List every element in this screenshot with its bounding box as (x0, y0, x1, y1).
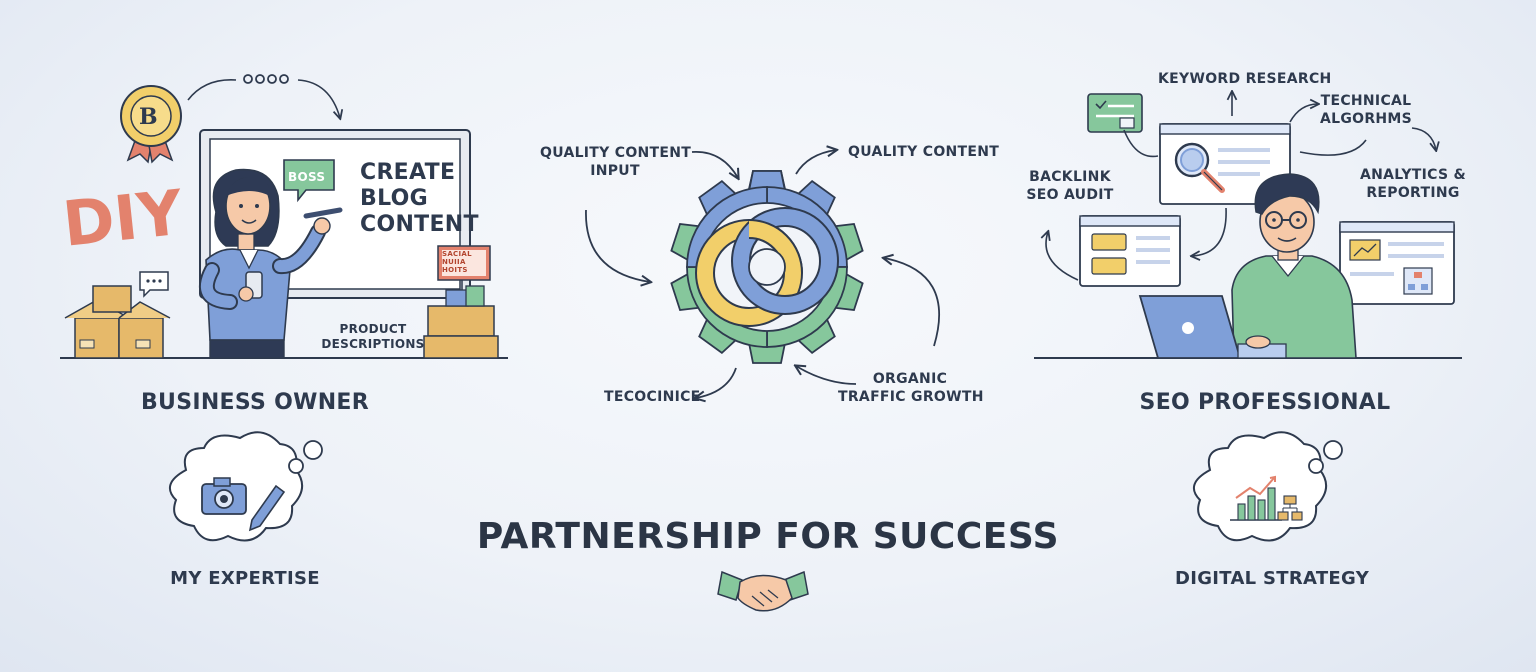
chat-bubble-icon (139, 271, 169, 298)
magnifier-icon (1174, 142, 1225, 193)
social-sign-line-2: NUIIA (442, 258, 466, 266)
quality-content-input-label: QUALITY CONTENT INPUT (540, 144, 692, 180)
arrow-analytics (1411, 127, 1436, 150)
speech-bubble-boss (283, 159, 335, 203)
arrow-technical (1289, 104, 1318, 123)
arrow-growth-loop (884, 258, 941, 347)
arrow-search-to-audit (1192, 207, 1227, 256)
digital-strategy-label: DIGITAL STRATEGY (1174, 568, 1370, 589)
product-descriptions-label: PRODUCT DESCRIPTIONS (318, 322, 428, 352)
cardboard-boxes-right (423, 285, 499, 359)
technique-label: TECOCINICE (604, 389, 701, 405)
organic-line-2: TRAFFIC GROWTH (838, 389, 984, 405)
award-badge-icon (120, 85, 182, 164)
thinking-dots-icon (243, 74, 289, 84)
whiteboard-line-1: CREATE (360, 160, 456, 185)
business-owner-title: BUSINESS OWNER (140, 390, 369, 415)
diy-text: DIY (59, 176, 187, 261)
gear-icon (670, 170, 864, 364)
technical-line-2: ALGORHMS (1319, 111, 1413, 127)
growth-chart-icon (1230, 475, 1282, 521)
social-sign-line-1: SACIAL (442, 250, 472, 258)
page-title: PARTNERSHIP FOR SUCCESS (476, 516, 1060, 557)
analytics-line-2: REPORTING (1366, 185, 1460, 201)
analytics-line-1: ANALYTICS & (1360, 167, 1467, 183)
business-owner-person (199, 168, 343, 359)
audit-window (1079, 215, 1181, 287)
arrow-in (187, 79, 237, 101)
award-badge-letter: B (139, 104, 158, 130)
social-sign-line-3: HOITS (442, 266, 468, 274)
arrow-audit-loop (1046, 232, 1079, 281)
speech-bubble-label: BOSS (288, 170, 326, 184)
product-line-1: PRODUCT (339, 322, 407, 336)
flowchart-icon (1277, 495, 1303, 521)
arrow-check-to-search (1123, 129, 1159, 158)
quality-content-output-label: QUALITY CONTENT (848, 144, 1000, 160)
technical-line-1: TECHNICAL (1320, 93, 1412, 109)
pencil-icon (248, 484, 286, 532)
analytics-window (1339, 221, 1455, 305)
arrow-technical-back (1299, 139, 1367, 156)
backlink-audit-label: BACKLINK SEO AUDIT (1026, 168, 1114, 204)
my-expertise-label: MY EXPERTISE (170, 568, 320, 589)
handshake-icon (717, 570, 809, 612)
quality-input-line-1: QUALITY CONTENT (540, 145, 692, 161)
checklist-card (1087, 93, 1143, 133)
center-gear-diagram (585, 150, 941, 612)
keyword-research-label: KEYWORD RESEARCH (1158, 71, 1332, 87)
analytics-reporting-label: ANALYTICS & REPORTING (1360, 166, 1466, 202)
laptop-icon (1138, 295, 1287, 359)
organic-growth-label: ORGANIC TRAFFIC GROWTH (838, 370, 984, 406)
seo-professional-person (1231, 173, 1357, 359)
arrow-technique (696, 367, 737, 398)
backlink-line-1: BACKLINK (1029, 169, 1111, 185)
arrow-out (297, 79, 340, 118)
technical-algorithms-label: TECHNICAL ALGORHMS (1316, 92, 1416, 128)
organic-line-1: ORGANIC (872, 371, 948, 387)
backlink-line-2: SEO AUDIT (1026, 187, 1114, 203)
product-line-2: DESCRIPTIONS (321, 337, 425, 351)
social-sign-text: SACIAL NUIIA HOITS (442, 250, 472, 274)
arrow-quality-output (795, 150, 836, 175)
seo-professional-scene (1034, 92, 1462, 542)
business-owner-scene: DIY (59, 74, 508, 542)
whiteboard-line-2: BLOG (360, 186, 428, 211)
arrow-organic (796, 366, 857, 385)
arrow-quality-input (691, 151, 738, 178)
whiteboard-text: CREATE BLOG CONTENT (360, 160, 479, 238)
quality-input-line-2: INPUT (590, 163, 640, 179)
whiteboard-line-3: CONTENT (360, 212, 479, 237)
seo-professional-title: SEO PROFESSIONAL (1139, 390, 1391, 415)
cardboard-boxes-left (64, 285, 171, 359)
camera-icon (201, 477, 247, 515)
arrow-into-gear (585, 209, 650, 282)
